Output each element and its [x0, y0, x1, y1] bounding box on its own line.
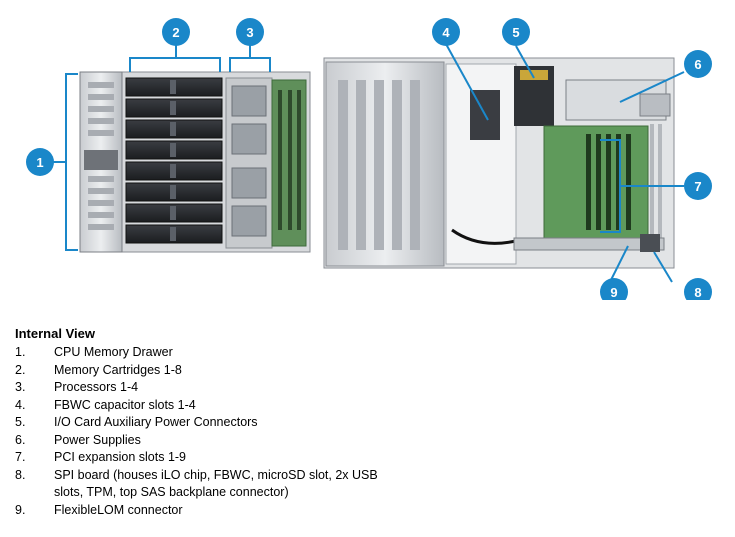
legend-item-number: 8. [15, 467, 26, 482]
svg-text:3: 3 [246, 25, 253, 40]
legend-item: 3. Processors 1-4 [15, 379, 435, 397]
server-chassis-illustration [323, 57, 675, 269]
svg-text:5: 5 [512, 25, 519, 40]
cpu-memory-drawer-illustration [79, 71, 311, 253]
svg-text:4: 4 [442, 25, 450, 40]
legend-item-text: I/O Card Auxiliary Power Connectors [54, 415, 258, 429]
callout-1: 1 [26, 148, 54, 176]
legend-item-number: 7. [15, 450, 26, 464]
svg-text:8: 8 [694, 285, 701, 300]
svg-text:9: 9 [610, 285, 617, 300]
callout-2-bracket [129, 44, 221, 72]
callout-8: 8 [684, 278, 712, 300]
callout-2: 2 [162, 18, 190, 46]
legend-item: 9. FlexibleLOM connector [15, 502, 435, 520]
legend-item: 5. I/O Card Auxiliary Power Connectors [15, 414, 435, 432]
legend-item-number: 3. [15, 380, 26, 394]
callout-leaders [445, 43, 685, 283]
legend-item-number: 1. [15, 345, 26, 359]
legend-item: 7. PCI expansion slots 1-9 [15, 449, 435, 467]
callout-5: 5 [502, 18, 530, 46]
legend-item-text: PCI expansion slots 1-9 [54, 450, 187, 464]
callout-6: 6 [684, 50, 712, 78]
svg-text:6: 6 [694, 57, 701, 72]
callout-7: 7 [684, 172, 712, 200]
callout-3-bracket [229, 44, 271, 72]
legend-item-number: 4. [15, 397, 26, 412]
legend-item-text: CPU Memory Drawer [54, 345, 173, 359]
legend-item-number: 6. [15, 432, 26, 447]
legend-item-number: 5. [15, 415, 26, 429]
svg-text:7: 7 [694, 179, 701, 194]
legend-item-text: FBWC capacitor slots 1-4 [54, 397, 196, 412]
legend-item-number: 2. [15, 362, 26, 377]
legend-item: 2. Memory Cartridges 1-8 [15, 362, 435, 380]
legend-item: 4. FBWC capacitor slots 1-4 [15, 397, 435, 415]
callout-3: 3 [236, 18, 264, 46]
svg-text:1: 1 [36, 155, 43, 170]
legend-item-number: 9. [15, 502, 26, 517]
legend-item-text: Memory Cartridges 1-8 [54, 362, 182, 377]
legend-item-text: FlexibleLOM connector [54, 502, 183, 517]
svg-text:2: 2 [172, 25, 179, 40]
legend-title: Internal View [15, 326, 95, 341]
legend: Internal View 1. CPU Memory Drawer 2. Me… [15, 325, 435, 519]
callout-1-bracket [52, 73, 78, 251]
legend-item: 6. Power Supplies [15, 432, 435, 450]
callout-4: 4 [432, 18, 460, 46]
legend-item-text: SPI board (houses iLO chip, FBWC, microS… [54, 467, 378, 500]
legend-item-text: Power Supplies [54, 432, 141, 447]
callout-9: 9 [600, 278, 628, 300]
server-internal-diagram: 1 2 3 4 5 6 7 8 9 [26, 18, 712, 300]
legend-item: 8. SPI board (houses iLO chip, FBWC, mic… [15, 467, 435, 502]
legend-item-text: Processors 1-4 [54, 380, 139, 394]
legend-item: 1. CPU Memory Drawer [15, 344, 435, 362]
